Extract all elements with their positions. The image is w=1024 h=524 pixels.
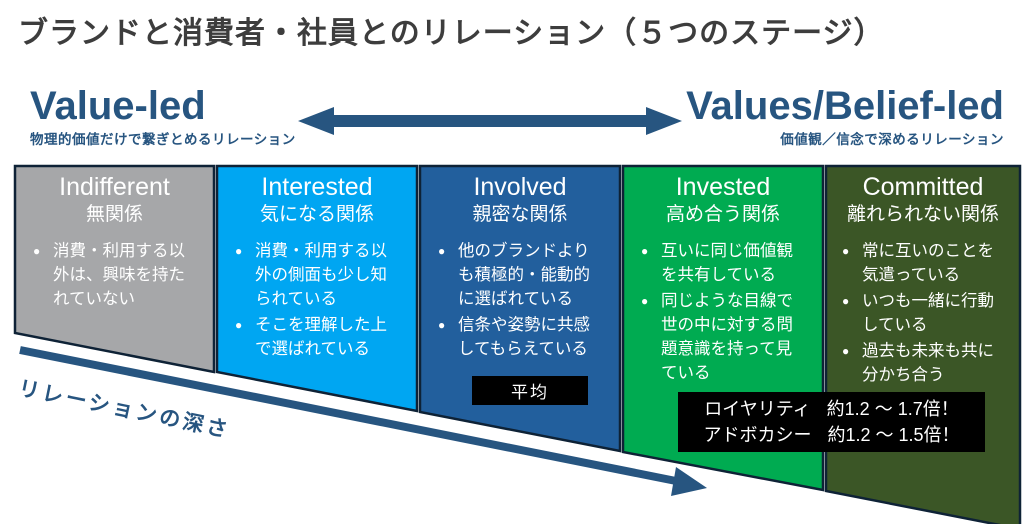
stats-label: アドボカシー xyxy=(703,425,812,445)
average-label: 平均 xyxy=(511,383,549,402)
depth-arrow-head xyxy=(671,467,707,496)
bullet-item: 他のブランドよりも積極的・能動的に選ばれている xyxy=(438,240,602,312)
stage-header-invested: Invested 高め合う関係 xyxy=(623,172,823,227)
stage-header-interested: Interested 気になる関係 xyxy=(217,172,417,227)
bullet-item: いつも一緒に行動している xyxy=(842,290,1006,338)
values-belief-led-subheading: 価値観／信念で深めるリレーション xyxy=(780,132,1004,147)
stage-name: Involved xyxy=(473,173,567,201)
page-title: ブランドと消費者・社員とのリレーション（５つのステージ） xyxy=(18,17,885,50)
stats-value: 約1.2 〜 1.7倍！ xyxy=(826,398,959,419)
stage-bullets-indifferent: 消費・利用する以外は、興味を持たれていない xyxy=(33,240,197,314)
stage-name: Indifferent xyxy=(59,173,170,201)
bullet-item: 過去も未来も共に分かち合う xyxy=(842,340,1006,388)
bullet-item: 信条や姿勢に共感してもらえている xyxy=(438,314,602,362)
average-marker: 平均 xyxy=(472,376,588,405)
values-belief-led-heading: Values/Belief-led xyxy=(686,84,1004,128)
stats-row-advocacy: アドボカシー 約1.2 〜 1.5倍！ xyxy=(703,423,959,447)
stage-relation: 離れられない関係 xyxy=(846,204,999,226)
bullet-item: 互いに同じ価値観を共有している xyxy=(641,240,805,288)
stage-relation: 高め合う関係 xyxy=(665,204,780,226)
bullet-item: そこを理解した上で選ばれている xyxy=(235,314,399,362)
stage-header-committed: Committed 離れられない関係 xyxy=(826,172,1020,227)
value-led-heading: Value-led xyxy=(30,84,206,128)
stage-bullets-interested: 消費・利用する以外の側面も少し知られている そこを理解した上で選ばれている xyxy=(235,240,399,364)
stage-header-involved: Involved 親密な関係 xyxy=(420,172,620,227)
bullet-item: 消費・利用する以外は、興味を持たれていない xyxy=(33,240,197,312)
stats-box: ロイヤリティ 約1.2 〜 1.7倍！ アドボカシー 約1.2 〜 1.5倍！ xyxy=(678,392,985,452)
stage-relation: 無関係 xyxy=(85,204,143,226)
bullet-item: 常に互いのことを気遣っている xyxy=(842,240,1006,288)
stage-name: Interested xyxy=(261,173,373,201)
stage-name: Committed xyxy=(862,173,984,201)
stage-bullets-invested: 互いに同じ価値観を共有している 同じような目線で世の中に対する問題意識を持って見… xyxy=(641,240,805,388)
stage-bullets-involved: 他のブランドよりも積極的・能動的に選ばれている 信条や姿勢に共感してもらえている xyxy=(438,240,602,364)
value-led-subheading: 物理的価値だけで繋ぎとめるリレーション xyxy=(30,132,296,147)
stage-header-indifferent: Indifferent 無関係 xyxy=(15,172,214,227)
stage-relation: 気になる関係 xyxy=(259,204,374,226)
depth-arrow-shaft xyxy=(19,346,677,485)
stats-row-loyalty: ロイヤリティ 約1.2 〜 1.7倍！ xyxy=(704,397,958,421)
spectrum-double-arrow xyxy=(298,107,682,135)
stage-name: Invested xyxy=(675,173,771,201)
values-belief-led-pole: Values/Belief-led 価値観／信念で深めるリレーション xyxy=(686,84,1004,148)
stats-label: ロイヤリティ xyxy=(704,398,811,419)
stage-bullets-committed: 常に互いのことを気遣っている いつも一緒に行動している 過去も未来も共に分かち合… xyxy=(842,240,1006,390)
bullet-item: 同じような目線で世の中に対する問題意識を持って見ている xyxy=(641,290,805,386)
stage-relation: 親密な関係 xyxy=(472,204,568,226)
value-led-pole: Value-led 物理的価値だけで繋ぎとめるリレーション xyxy=(30,84,296,148)
stats-value: 約1.2 〜 1.5倍！ xyxy=(827,425,960,445)
bullet-item: 消費・利用する以外の側面も少し知られている xyxy=(235,240,399,312)
